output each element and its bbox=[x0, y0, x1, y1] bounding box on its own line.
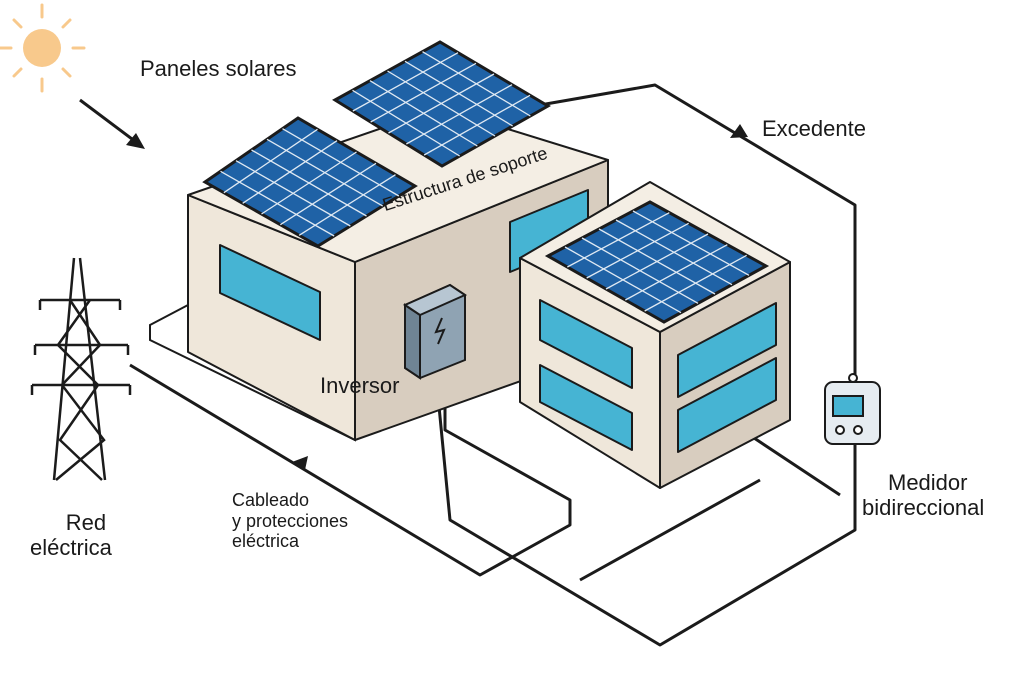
label-wiring-line1: Cableado bbox=[232, 490, 310, 510]
power-tower-icon bbox=[30, 257, 132, 481]
inverter-top bbox=[402, 283, 468, 317]
label-inverter: Inversor bbox=[320, 373, 400, 398]
label-surplus: Excedente bbox=[762, 116, 866, 141]
label-wiring-line3: eléctrica bbox=[232, 531, 300, 552]
inverter-box bbox=[402, 283, 468, 380]
label-meter-line1: Medidor bbox=[888, 470, 968, 495]
solar-panel bbox=[544, 200, 770, 324]
solar-panel bbox=[202, 116, 418, 248]
window bbox=[677, 357, 777, 453]
wire-bottom-link bbox=[579, 430, 841, 582]
meter-terminal bbox=[853, 425, 863, 435]
window bbox=[219, 244, 321, 341]
solar-panel bbox=[332, 40, 551, 168]
meter-display bbox=[832, 395, 864, 417]
sunlight-arrow-icon bbox=[79, 98, 145, 149]
meter-terminal bbox=[835, 425, 845, 435]
sun-icon bbox=[0, 3, 86, 93]
window bbox=[539, 364, 633, 451]
window bbox=[539, 299, 633, 389]
window bbox=[677, 302, 777, 398]
label-wiring-line2: y protecciones bbox=[232, 510, 349, 531]
label-solar-panels: Paneles solares bbox=[140, 56, 297, 81]
label-meter-line2: bidireccional bbox=[862, 495, 985, 521]
label-wiring: Cableado y protecciones eléctrica bbox=[232, 490, 348, 552]
label-meter: Medidor bidireccional bbox=[862, 470, 984, 521]
solar-panels bbox=[202, 40, 770, 324]
surplus-arrow-icon bbox=[730, 124, 748, 138]
label-power-grid: Red eléctrica bbox=[30, 510, 112, 561]
meter-cable-port bbox=[848, 373, 858, 383]
panel-grid-line bbox=[644, 254, 747, 312]
label-grid-line1: Red bbox=[65, 510, 107, 535]
panel-grid-line bbox=[423, 94, 531, 156]
inverter-side bbox=[404, 303, 421, 380]
panel-grid-line bbox=[298, 174, 396, 236]
bidirectional-meter bbox=[824, 373, 881, 445]
lightning-icon bbox=[434, 317, 446, 345]
wire-meter-bottom bbox=[433, 364, 857, 647]
grid-flow-arrow-icon bbox=[292, 456, 308, 470]
wire-grid-to-house bbox=[129, 363, 572, 577]
label-grid-line2: eléctrica bbox=[30, 535, 112, 561]
